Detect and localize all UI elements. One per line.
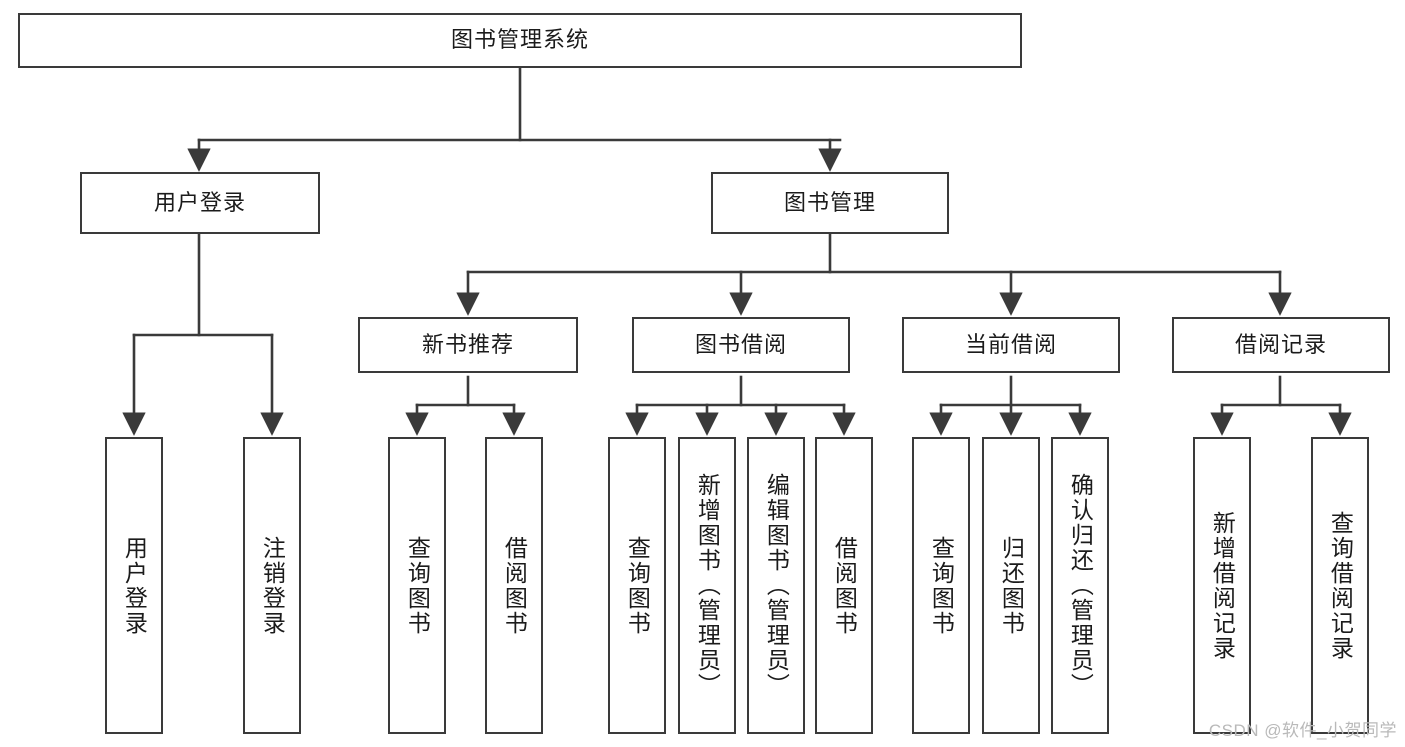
node-root[interactable]: 图书管理系统 xyxy=(18,13,1022,68)
leaf-label: 用户登录 xyxy=(121,535,148,636)
leaf-borrow-add-book[interactable]: 新增图书（管理员） xyxy=(678,437,736,734)
leaf-label: 归还图书 xyxy=(998,535,1025,636)
leaf-record-query[interactable]: 查询借阅记录 xyxy=(1311,437,1369,734)
node-current-borrow-label: 当前借阅 xyxy=(964,331,1057,357)
node-book-borrow-label: 图书借阅 xyxy=(694,331,787,357)
node-user-login-label: 用户登录 xyxy=(153,189,246,215)
node-new-book-recommend-label: 新书推荐 xyxy=(421,331,514,357)
leaf-new-book-borrow[interactable]: 借阅图书 xyxy=(485,437,543,734)
leaf-current-confirm-return[interactable]: 确认归还（管理员） xyxy=(1051,437,1109,734)
node-new-book-recommend[interactable]: 新书推荐 xyxy=(358,317,578,373)
leaf-label: 查询借阅记录 xyxy=(1327,510,1354,661)
leaf-current-return-book[interactable]: 归还图书 xyxy=(982,437,1040,734)
leaf-record-add[interactable]: 新增借阅记录 xyxy=(1193,437,1251,734)
node-book-borrow[interactable]: 图书借阅 xyxy=(632,317,850,373)
leaf-label: 查询图书 xyxy=(928,535,955,636)
leaf-borrow-edit-book[interactable]: 编辑图书（管理员） xyxy=(747,437,805,734)
leaf-label: 编辑图书（管理员） xyxy=(763,473,790,698)
leaf-label: 新增借阅记录 xyxy=(1209,510,1236,661)
leaf-current-query-book[interactable]: 查询图书 xyxy=(912,437,970,734)
node-current-borrow[interactable]: 当前借阅 xyxy=(902,317,1120,373)
leaf-borrow-borrow-book[interactable]: 借阅图书 xyxy=(815,437,873,734)
leaf-label: 借阅图书 xyxy=(501,535,528,636)
leaf-label: 新增图书（管理员） xyxy=(694,473,721,698)
node-book-management-label: 图书管理 xyxy=(783,189,876,215)
node-root-label: 图书管理系统 xyxy=(450,27,589,53)
leaf-label: 查询图书 xyxy=(624,535,651,636)
leaf-label: 确认归还（管理员） xyxy=(1067,473,1094,698)
csdn-watermark: CSDN @软件_小贺同学 xyxy=(1208,721,1397,740)
leaf-label: 注销登录 xyxy=(259,535,286,636)
node-borrow-record[interactable]: 借阅记录 xyxy=(1172,317,1390,373)
leaf-label: 查询图书 xyxy=(404,535,431,636)
leaf-new-book-query[interactable]: 查询图书 xyxy=(388,437,446,734)
leaf-user-login-signout[interactable]: 注销登录 xyxy=(243,437,301,734)
leaf-label: 借阅图书 xyxy=(831,535,858,636)
leaf-borrow-query-book[interactable]: 查询图书 xyxy=(608,437,666,734)
leaf-user-login-signin[interactable]: 用户登录 xyxy=(105,437,163,734)
node-user-login[interactable]: 用户登录 xyxy=(80,172,320,234)
node-borrow-record-label: 借阅记录 xyxy=(1234,331,1327,357)
node-book-management[interactable]: 图书管理 xyxy=(711,172,949,234)
